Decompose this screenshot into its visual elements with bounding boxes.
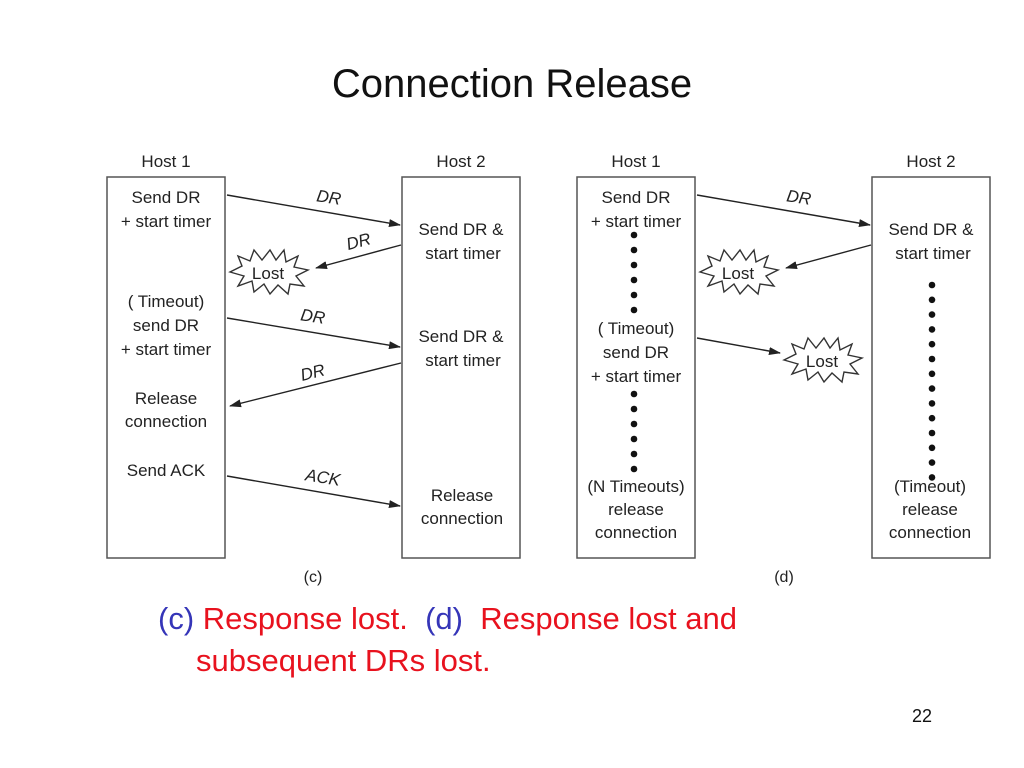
diagram-c-label: (c): [304, 569, 323, 586]
message-arrow: [229, 362, 402, 408]
lost-label: Lost: [806, 352, 838, 371]
waiting-dots: [630, 231, 936, 481]
caption-d-text-line1: Response lost and: [480, 601, 737, 636]
host1-timeline-c: [106, 176, 226, 559]
wait-dot: [630, 231, 638, 239]
event-text: start timer: [895, 244, 971, 263]
wait-dot: [630, 390, 638, 398]
event-text: + start timer: [591, 212, 682, 231]
message-label: DR: [315, 186, 342, 209]
wait-dot: [630, 435, 638, 443]
wait-dot: [928, 459, 936, 466]
wait-dot: [928, 370, 936, 378]
event-text: Release: [431, 486, 493, 505]
wait-dot: [630, 276, 638, 284]
wait-dot: [928, 385, 936, 392]
diagram-d-label: (d): [774, 569, 794, 586]
event-text: connection: [125, 412, 207, 431]
wait-dot: [630, 306, 638, 314]
event-text: Send ACK: [127, 461, 206, 480]
message-arrow: [696, 194, 871, 228]
event-text: Send DR: [132, 188, 201, 207]
lost-label: Lost: [722, 264, 754, 283]
wait-dot: [928, 296, 936, 304]
message-label: ACK: [303, 465, 342, 489]
host1-timeline-d: [576, 176, 696, 559]
event-text: send DR: [603, 343, 669, 362]
page-number: 22: [912, 706, 933, 726]
wait-dot: [928, 355, 936, 363]
event-text: ( Timeout): [128, 292, 205, 311]
wait-dot: [928, 311, 936, 318]
wait-dot: [928, 281, 936, 289]
wait-dot: [630, 261, 638, 269]
wait-dot: [928, 326, 936, 333]
event-text: release: [608, 500, 664, 519]
host2-header-c: Host 2: [436, 152, 485, 171]
message-label: DR: [344, 229, 373, 254]
message-arrow: [226, 194, 401, 228]
wait-dot: [928, 429, 936, 437]
caption-c-tag: (c): [158, 601, 195, 636]
event-text: start timer: [425, 244, 501, 263]
wait-dot: [630, 405, 638, 413]
wait-dot: [630, 246, 638, 254]
message-label: DR: [785, 186, 812, 209]
wait-dot: [928, 444, 936, 452]
event-text: start timer: [425, 351, 501, 370]
figure-caption: (c) Response lost. (d) Response lost and…: [158, 598, 737, 682]
diagram-d: Host 1 Host 2 Send DR + start timer ( Ti…: [576, 152, 991, 586]
event-text: release: [902, 500, 958, 519]
event-text: connection: [889, 523, 971, 542]
message-arrow: [226, 317, 401, 350]
event-text: + start timer: [121, 340, 212, 359]
message-label: DR: [298, 360, 326, 384]
wait-dot: [928, 414, 936, 422]
message-arrow: [696, 337, 781, 355]
diagram-c: Host 1 Host 2 Send DR + start timer ( Ti…: [106, 152, 521, 586]
event-text: Send DR: [602, 188, 671, 207]
wait-dot: [630, 450, 638, 458]
event-text: Send DR &: [888, 220, 974, 239]
wait-dot: [630, 420, 638, 428]
wait-dot: [630, 465, 638, 473]
event-text: Send DR &: [418, 220, 504, 239]
host1-header-d: Host 1: [611, 152, 660, 171]
message-label: DR: [299, 305, 326, 328]
host2-timeline-c: [401, 176, 521, 559]
host2-header-d: Host 2: [906, 152, 955, 171]
wait-dot: [630, 291, 638, 299]
event-text: + start timer: [121, 212, 212, 231]
host2-timeline-d: [871, 176, 991, 559]
event-text: connection: [421, 509, 503, 528]
wait-dot: [928, 340, 936, 348]
event-text: Send DR &: [418, 327, 504, 346]
connection-release-diagram: Host 1 Host 2 Send DR + start timer ( Ti…: [106, 152, 991, 586]
event-text: ( Timeout): [598, 319, 675, 338]
host1-header-c: Host 1: [141, 152, 190, 171]
event-text: send DR: [133, 316, 199, 335]
event-text: (Timeout): [894, 477, 966, 496]
caption-d-tag: (d): [425, 601, 463, 636]
caption-c-text: Response lost.: [202, 601, 408, 636]
caption-d-text-line2: subsequent DRs lost.: [196, 643, 491, 678]
lost-label: Lost: [252, 264, 284, 283]
wait-dot: [928, 474, 936, 481]
slide-title: Connection Release: [331, 62, 693, 106]
message-arrow: [226, 475, 401, 509]
message-arrow: [785, 244, 872, 269]
event-text: connection: [595, 523, 677, 542]
event-text: Release: [135, 389, 197, 408]
message-arrow: [315, 244, 402, 269]
event-text: (N Timeouts): [587, 477, 684, 496]
wait-dot: [928, 400, 936, 407]
event-text: + start timer: [591, 367, 682, 386]
